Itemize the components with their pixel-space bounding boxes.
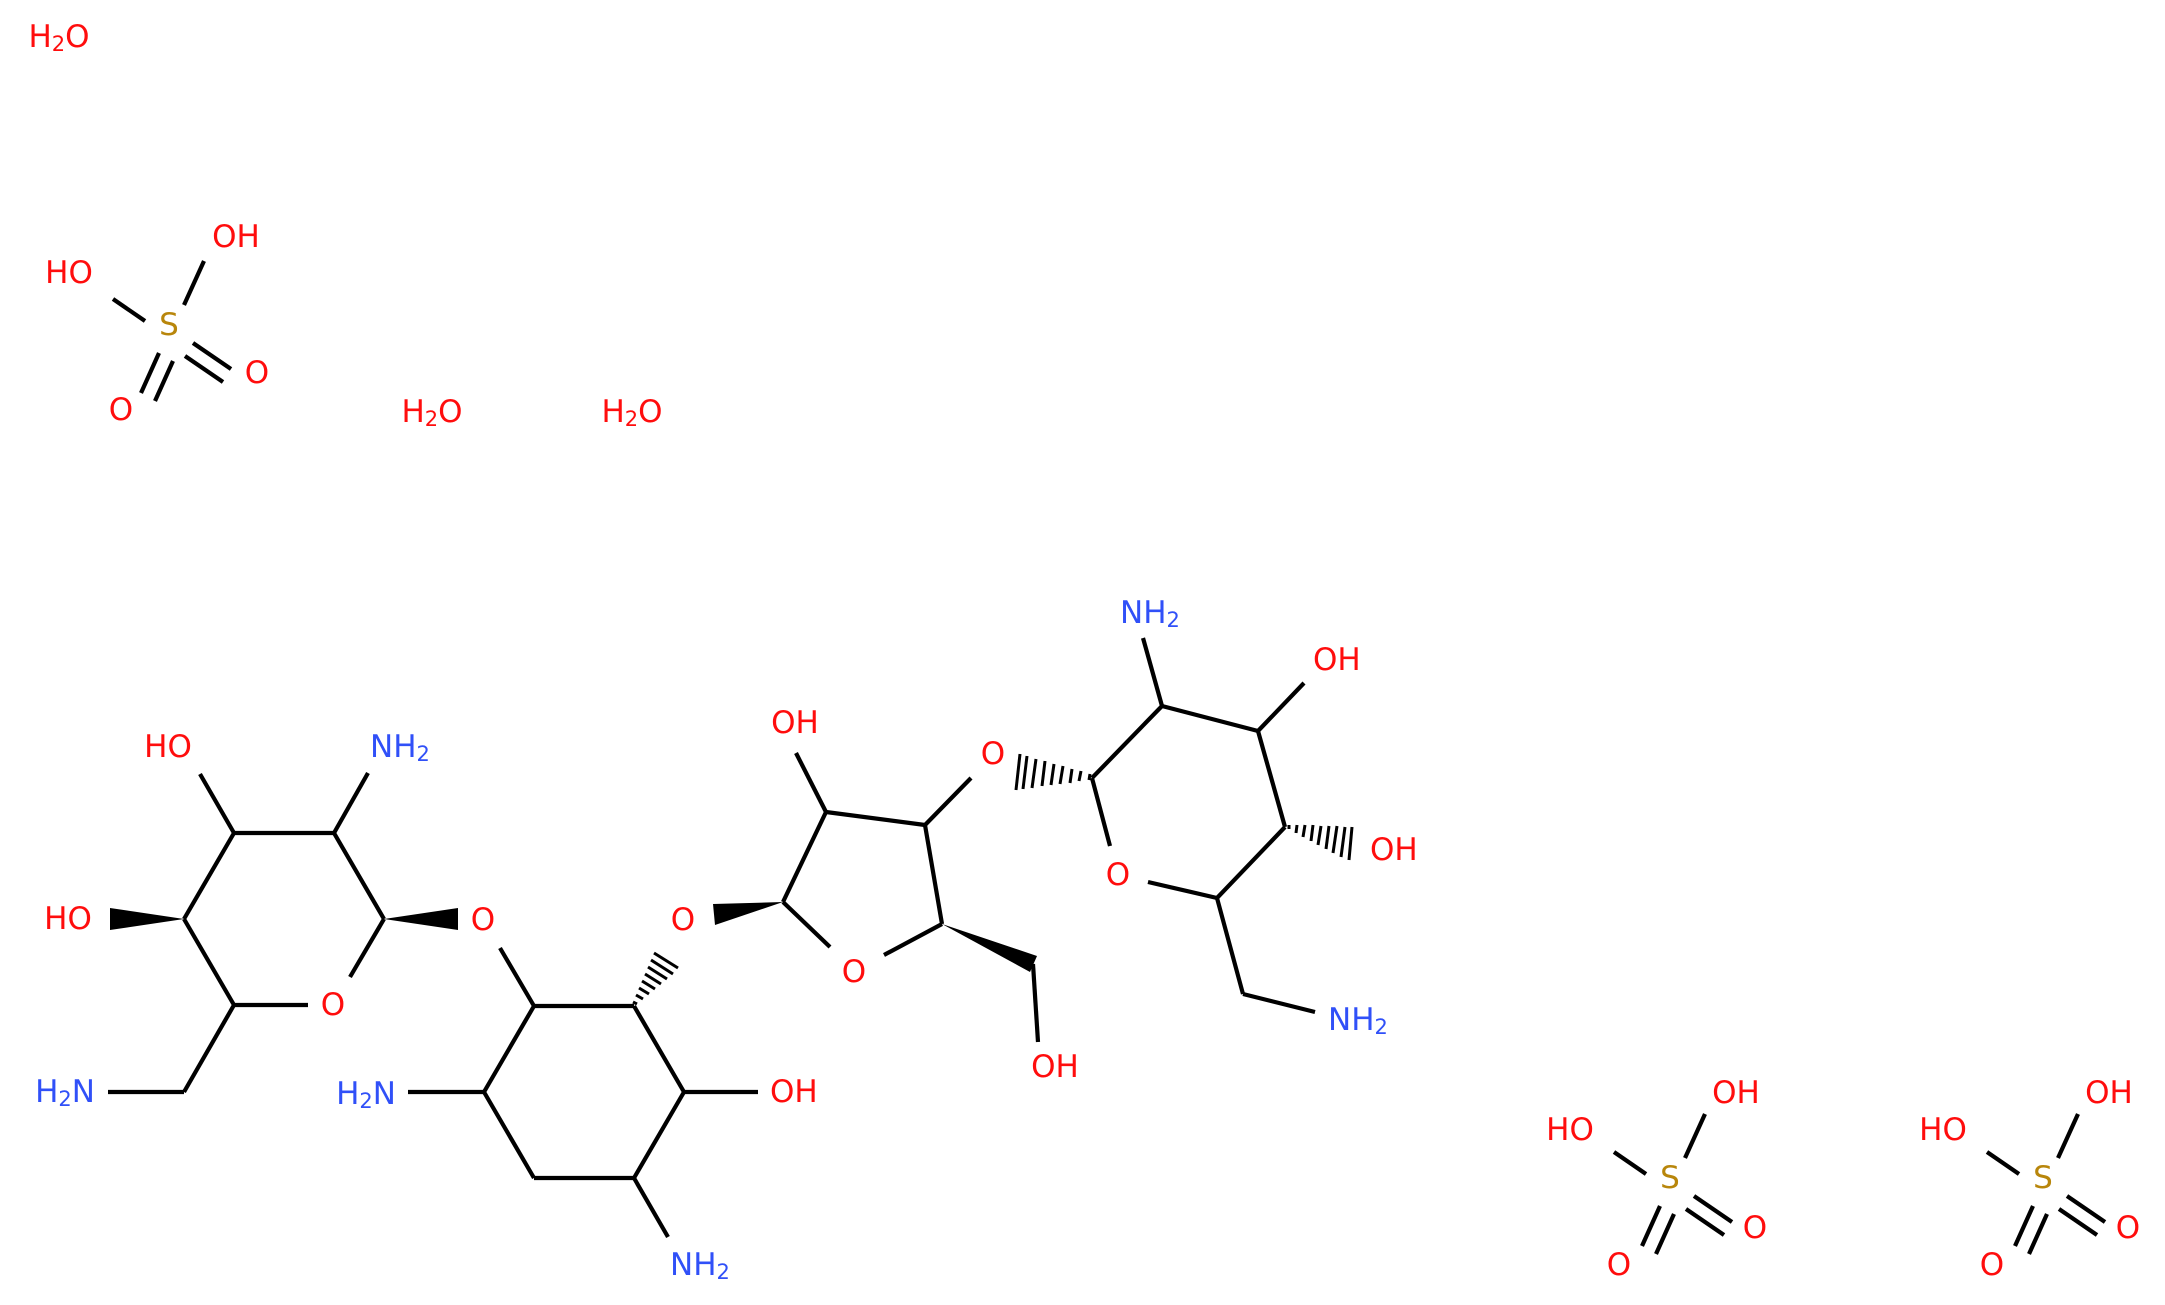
svg-text:HO: HO: [1919, 1112, 1967, 1148]
svg-text:NH2: NH2: [370, 729, 430, 766]
svg-text:NH2: NH2: [1120, 595, 1180, 632]
svg-text:H2O: H2O: [401, 394, 462, 431]
svg-text:NH2: NH2: [670, 1247, 730, 1284]
svg-text:HO: HO: [44, 901, 92, 937]
hashed-bond: [1287, 824, 1354, 861]
svg-text:NH2: NH2: [1328, 1002, 1388, 1039]
sulfur-atom: S: [159, 307, 179, 343]
svg-text:HO: HO: [1546, 1112, 1594, 1148]
svg-text:OH: OH: [1712, 1075, 1760, 1111]
hashed-bond: [1014, 753, 1092, 791]
svg-text:OH: OH: [2085, 1075, 2133, 1111]
svg-text:HO: HO: [45, 255, 93, 291]
svg-text:H2N: H2N: [336, 1076, 396, 1113]
svg-text:O: O: [1607, 1247, 1631, 1283]
svg-text:OH: OH: [212, 219, 260, 255]
svg-text:O: O: [1980, 1247, 2004, 1283]
ring-oxygen: O: [1106, 857, 1130, 893]
svg-text:O: O: [109, 392, 133, 428]
wedge-bond: [942, 924, 1037, 972]
water-molecule-1: H2O: [28, 19, 89, 56]
main-molecule: HO NH2 HO O H2N O: [35, 595, 1418, 1284]
ring-oxygen: O: [321, 987, 345, 1023]
glycosidic-oxygen-2: O: [671, 902, 695, 938]
svg-text:H2N: H2N: [35, 1074, 95, 1111]
svg-text:OH: OH: [1370, 832, 1418, 868]
wedge-bond: [713, 902, 783, 925]
svg-text:O: O: [245, 355, 269, 391]
sulfur-atom: S: [2033, 1160, 2053, 1196]
ring-oxygen: O: [842, 954, 866, 990]
svg-text:H2O: H2O: [28, 19, 89, 56]
right-pyranose-ring: NH2 OH OH O NH2: [1089, 595, 1418, 1039]
sulfuric-acid-2: S HO OH O O: [1546, 1075, 1767, 1283]
glycosidic-oxygen-1: O: [471, 902, 495, 938]
water-molecule-2: H2O: [401, 394, 462, 431]
furanose-ring: OH O OH: [771, 705, 1079, 1085]
svg-text:OH: OH: [771, 705, 819, 741]
sulfur-atom: S: [1660, 1160, 1680, 1196]
glycosidic-oxygen-3: O: [981, 736, 1005, 772]
cyclohexane-ring: H2N OH NH2: [336, 951, 818, 1284]
sulfuric-acid-3: S HO OH O O: [1919, 1075, 2140, 1283]
svg-text:OH: OH: [1313, 642, 1361, 678]
svg-text:HO: HO: [144, 729, 192, 765]
svg-text:O: O: [1743, 1210, 1767, 1246]
sulfuric-acid-1: S HO OH O O: [45, 219, 269, 428]
svg-text:O: O: [2116, 1210, 2140, 1246]
hashed-bond: [632, 951, 679, 1006]
left-pyranose-ring: HO NH2 HO O H2N: [35, 729, 458, 1111]
svg-text:OH: OH: [770, 1074, 818, 1110]
svg-text:OH: OH: [1031, 1049, 1079, 1085]
water-molecule-3: H2O: [601, 394, 662, 431]
svg-text:H2O: H2O: [601, 394, 662, 431]
